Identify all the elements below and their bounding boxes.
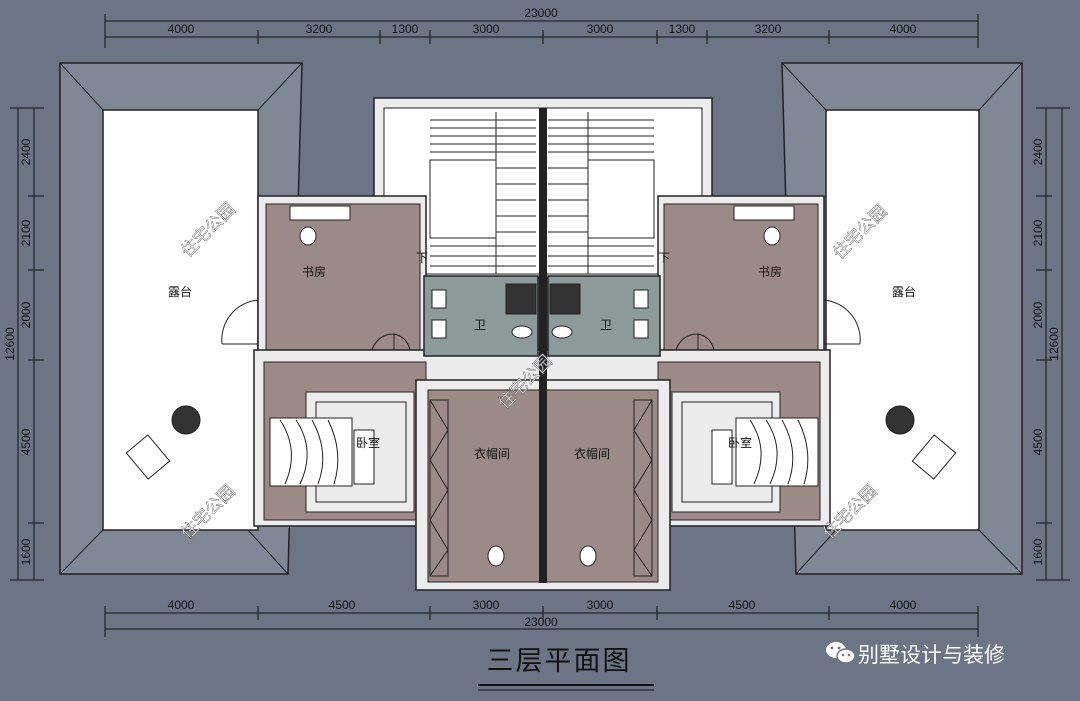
left-dimension-5: 1600 [19, 538, 33, 565]
terrace-right [781, 62, 1023, 575]
right-dimension-3: 2000 [1031, 301, 1045, 328]
bottom-dimension-5: 4500 [729, 598, 756, 612]
top-dimension-3: 1300 [392, 22, 419, 36]
top-dimension-4: 3000 [473, 22, 500, 36]
left-dimension-lines [10, 107, 44, 581]
bottom-dimension-2: 4500 [329, 598, 356, 612]
room-label-bedroom-right: 卧室 [728, 435, 752, 450]
room-label-bath-left: 卫 [474, 318, 486, 332]
left-dimension-4: 4500 [19, 428, 33, 455]
right-total-dimension: 12600 [1047, 327, 1061, 361]
bottom-dimension-4: 3000 [587, 598, 614, 612]
bottom-dimension-1: 4000 [168, 598, 195, 612]
bottom-dimension-lines [104, 606, 979, 637]
left-dimension-3: 2000 [19, 301, 33, 328]
bottom-dimension-6: 4000 [890, 598, 917, 612]
stair-down-label-left: 下 [416, 251, 428, 265]
left-dimension-1: 2400 [19, 138, 33, 165]
right-dimension-1: 2400 [1031, 138, 1045, 165]
brand-text: 别墅设计与装修 [858, 643, 1005, 667]
terrace-left [59, 62, 303, 575]
bathroom-fixtures [289, 205, 795, 567]
top-total-dimension: 23000 [524, 6, 558, 20]
staircase-left [429, 112, 536, 274]
top-dimension-8: 4000 [890, 22, 917, 36]
top-dimension-5: 3000 [587, 22, 614, 36]
plan-title: 三层平面图 [487, 646, 632, 677]
room-label-terrace-left: 露台 [168, 284, 192, 299]
terrace-furniture [125, 405, 957, 480]
room-label-terrace-right: 露台 [892, 284, 916, 299]
right-dimension-lines [1036, 107, 1070, 581]
stair-down-label-right: 下 [658, 251, 670, 265]
top-dimension-lines [104, 14, 979, 48]
room-label-study-left: 书房 [302, 264, 326, 279]
wechat-icon [826, 642, 856, 664]
top-dimension-6: 1300 [669, 22, 696, 36]
bottom-total-dimension: 23000 [524, 615, 558, 629]
left-total-dimension: 12600 [3, 327, 17, 361]
top-dimension-1: 4000 [168, 22, 195, 36]
right-dimension-4: 4500 [1031, 428, 1045, 455]
top-dimension-7: 3200 [755, 22, 782, 36]
room-label-study-right: 书房 [758, 264, 782, 279]
top-dimension-2: 3200 [306, 22, 333, 36]
room-label-bath-right: 卫 [600, 318, 612, 332]
right-dimension-2: 2100 [1031, 219, 1045, 246]
room-label-closet-left: 衣帽间 [474, 446, 510, 461]
right-dimension-5: 1600 [1031, 538, 1045, 565]
building-outline [253, 97, 831, 591]
staircase-right [548, 112, 655, 274]
room-label-bedroom-left: 卧室 [356, 435, 380, 450]
study-doors [221, 299, 861, 351]
room-label-closet-right: 衣帽间 [574, 446, 610, 461]
left-dimension-2: 2100 [19, 219, 33, 246]
bottom-dimension-3: 3000 [473, 598, 500, 612]
